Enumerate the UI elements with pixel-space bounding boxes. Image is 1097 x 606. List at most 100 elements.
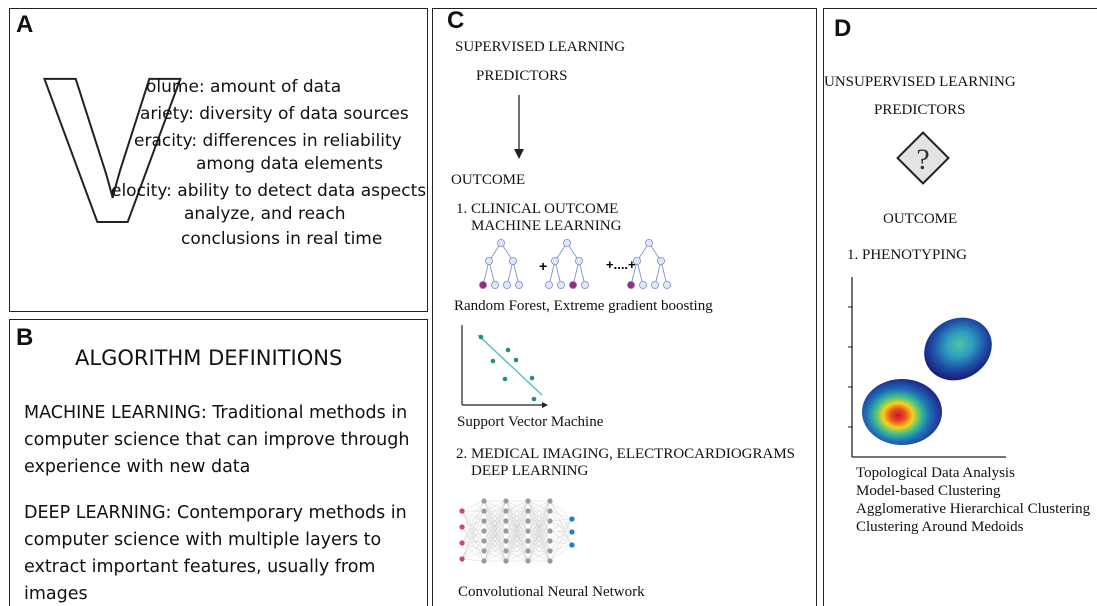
cnn-connection: [483, 500, 507, 552]
random-forest-caption: Random Forest, Extreme gradient boosting: [454, 298, 713, 314]
dl-line: computer science with multiple layers to: [24, 530, 382, 550]
tree-plus-sign: +: [539, 258, 548, 274]
cluster-density-plot: [848, 277, 1006, 458]
cnn-connection: [549, 531, 573, 542]
cnn-connection: [549, 518, 573, 522]
velocity-line-3: conclusions in real time: [181, 229, 383, 249]
cnn-neuron: [503, 518, 509, 524]
cnn-connection: [461, 520, 485, 560]
method-item: Agglomerative Hierarchical Clustering: [856, 501, 1091, 517]
cnn-connection: [505, 500, 529, 542]
panel-a: A V olume: amount of data ariety: divers…: [9, 8, 428, 312]
cnn-connection: [505, 500, 529, 562]
cnn-connection: [483, 550, 507, 562]
velocity-line-2: analyze, and reach: [184, 204, 346, 224]
veracity-line-2: among data elements: [196, 154, 383, 174]
cnn-connection: [549, 518, 573, 542]
clustering-methods-list: Topological Data Analysis Model-based Cl…: [856, 464, 1090, 536]
cnn-connection: [549, 518, 573, 562]
method-item: Clustering Around Medoids: [856, 519, 1024, 535]
cnn-connection: [527, 500, 551, 512]
svm-point: [490, 358, 496, 364]
cnn-caption: Convolutional Neural Network: [458, 584, 645, 600]
panel-d: D UNSUPERVISED LEARNING PREDICTORS ? OUT…: [823, 8, 1097, 606]
cnn-connection: [527, 530, 551, 562]
tree-edge: [578, 260, 586, 286]
tree-node: [479, 281, 487, 290]
cnn-connection: [461, 526, 485, 532]
cnn-neuron: [481, 508, 487, 514]
tree-node: [662, 281, 671, 290]
cnn-connection: [549, 531, 573, 552]
question-diamond-icon: ?: [896, 131, 950, 185]
tree-node: [656, 256, 665, 265]
cnn-neuron: [525, 498, 531, 504]
svm-point: [513, 357, 519, 363]
cnn-neuron: [569, 542, 575, 548]
cnn-connection: [505, 530, 529, 562]
cnn-connection: [461, 530, 485, 544]
cnn-neuron: [459, 524, 465, 530]
volume-line: olume: amount of data: [146, 77, 342, 97]
cnn-connection: [461, 526, 485, 542]
cnn-connection: [549, 544, 573, 552]
question-mark-glyph: ?: [916, 143, 929, 176]
cnn-neuron: [481, 558, 487, 564]
cnn-neuron: [503, 538, 509, 544]
cnn-neuron: [525, 558, 531, 564]
ml-line: computer science that can improve throug…: [24, 430, 410, 450]
predictors-label: PREDICTORS: [874, 102, 966, 118]
svm-scatter-illustration: [461, 325, 548, 408]
panel-c-letter: C: [447, 8, 465, 34]
cnn-connection: [483, 500, 507, 512]
down-arrow: [514, 95, 524, 159]
cnn-connection: [461, 542, 485, 562]
cnn-connection: [549, 530, 573, 533]
cnn-connection: [461, 510, 485, 552]
cnn-connection: [549, 520, 573, 546]
tree-node: [644, 239, 653, 247]
cluster-2: [924, 317, 992, 381]
cnn-connection: [483, 530, 507, 562]
cnn-connection: [549, 531, 573, 562]
tree-node: [496, 239, 505, 247]
svm-point: [531, 396, 537, 402]
cnn-connection: [505, 500, 529, 512]
panel-d-letter: D: [834, 15, 852, 42]
tree-edge: [660, 260, 668, 286]
cnn-neuron: [547, 508, 553, 514]
tree-edge: [512, 260, 520, 286]
deep-learning-label: DEEP LEARNING: [471, 463, 589, 479]
unsupervised-learning-heading: UNSUPERVISED LEARNING: [824, 74, 1016, 90]
cnn-neuron: [525, 518, 531, 524]
cnn-connection: [549, 500, 573, 520]
cnn-neuron: [481, 518, 487, 524]
cnn-neuron: [459, 556, 465, 562]
cnn-connection: [505, 500, 529, 532]
cnn-connection: [527, 550, 551, 562]
svm-point: [529, 375, 535, 381]
velocity-line: elocity: ability to detect data aspects,: [111, 181, 428, 201]
cnn-connection: [461, 510, 485, 562]
cnn-connection: [461, 530, 485, 560]
cnn-connection: [461, 540, 485, 560]
cnn-connection: [527, 500, 551, 562]
tree-node: [508, 256, 517, 265]
cnn-neuron: [547, 548, 553, 554]
svm-point: [478, 334, 484, 340]
tree-edge: [488, 260, 496, 286]
cluster-1: [862, 379, 942, 445]
tree-plus-ellipsis: +....+: [606, 257, 636, 272]
cnn-connection: [505, 510, 529, 562]
cnn-neuron: [525, 528, 531, 534]
cnn-connection: [461, 510, 485, 542]
tree-node: [638, 281, 647, 290]
cnn-connection: [461, 520, 485, 528]
cnn-neuron: [547, 558, 553, 564]
cnn-connection: [483, 500, 507, 532]
cnn-connection: [483, 500, 507, 562]
deep-learning-definition: DEEP LEARNING: Contemporary methods in c…: [24, 500, 407, 606]
tree-node: [557, 281, 566, 290]
cnn-neuron: [569, 529, 575, 535]
tree-node: [551, 256, 560, 265]
